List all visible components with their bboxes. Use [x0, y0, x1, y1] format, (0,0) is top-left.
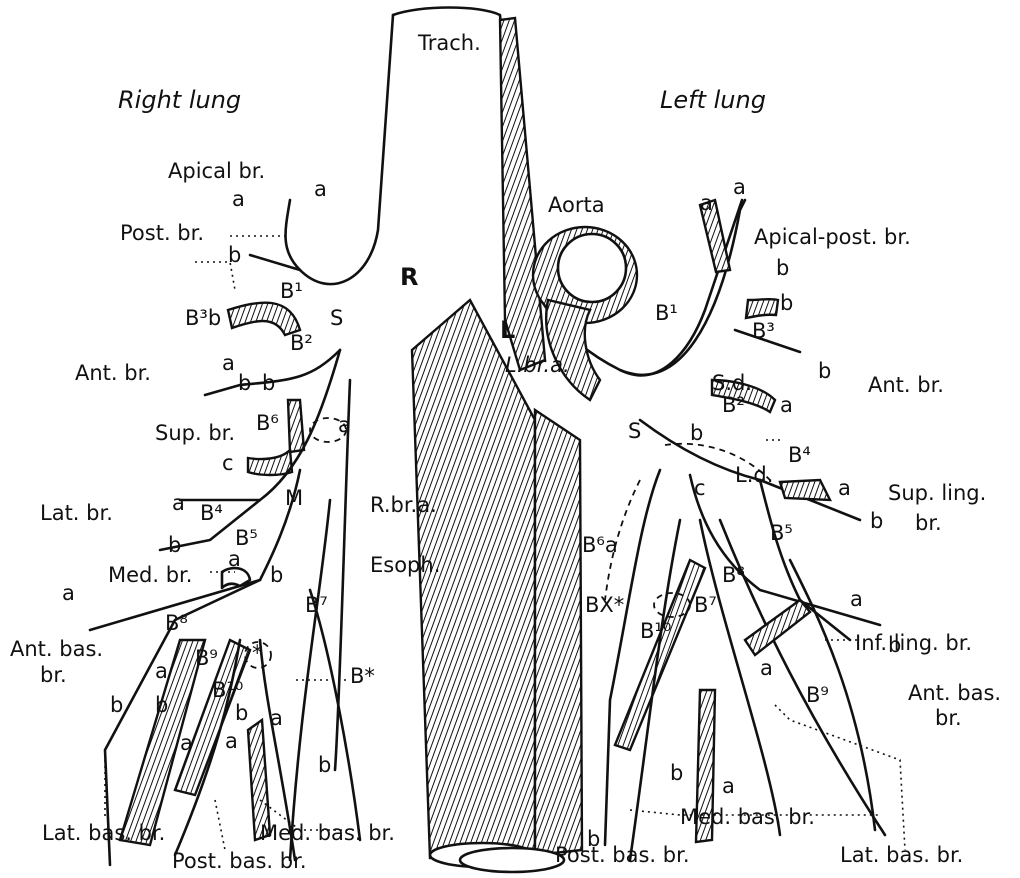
- letter-b: b: [776, 256, 789, 280]
- letter-a: a: [232, 187, 245, 211]
- letter-b: b: [670, 761, 683, 785]
- letter-a: a: [314, 177, 327, 201]
- right-ant-bas-br-label-2: br.: [40, 663, 67, 687]
- letter-a: a: [155, 659, 168, 683]
- right-lung-label: Right lung: [118, 86, 241, 114]
- letter-b: b: [168, 533, 181, 557]
- right-ant-br-label: Ant. br.: [75, 361, 151, 385]
- esophagus-label: Esoph.: [370, 553, 440, 577]
- left-b9-label: B⁹: [806, 683, 829, 707]
- left-sup-ling-br-label-1: Sup. ling.: [888, 481, 986, 505]
- letter-b: b: [318, 753, 331, 777]
- right-post-br-label: Post. br.: [120, 221, 204, 245]
- left-b10-label: B¹⁰: [640, 619, 671, 643]
- trachea-label: Trach.: [417, 31, 481, 55]
- right-lat-br-label: Lat. br.: [40, 501, 113, 525]
- letter-b: b: [228, 243, 241, 267]
- letter-b: b: [870, 509, 883, 533]
- right-b9-label: B⁹: [195, 646, 218, 670]
- left-inf-ling-br-label: Inf. ling. br.: [855, 631, 972, 655]
- left-apical-post-br-label: Apical-post. br.: [754, 225, 911, 249]
- letter-a: a: [228, 547, 241, 571]
- left-s-d-label: S.d.: [712, 371, 752, 395]
- left-main-label: L: [500, 316, 515, 344]
- left-b8-label: B⁸: [722, 563, 745, 587]
- right-med-bas-br-label: Med. bas. br.: [260, 821, 395, 845]
- left-b1-label: B¹: [655, 301, 678, 325]
- left-ant-bas-br-label-2: br.: [935, 706, 962, 730]
- letter-a: a: [62, 581, 75, 605]
- letter-b: b: [270, 563, 283, 587]
- letter-a: a: [225, 729, 238, 753]
- esophagus: [412, 300, 582, 872]
- left-ant-br-label: Ant. br.: [868, 373, 944, 397]
- letter-a: a: [222, 351, 235, 375]
- letter-a: a: [838, 476, 851, 500]
- left-b4-label: B⁴: [788, 443, 811, 467]
- left-b2-label: B²: [722, 393, 745, 417]
- right-post-bas-br-label: Post. bas. br.: [172, 849, 307, 873]
- left-b6a-label: B⁶a: [582, 533, 618, 557]
- left-ant-bas-br-label-1: Ant. bas.: [908, 681, 1001, 705]
- letter-a: a: [722, 774, 735, 798]
- right-ant-bas-br-label-1: Ant. bas.: [10, 637, 103, 661]
- letter-a: a: [270, 706, 283, 730]
- right-b7-label: B⁷: [305, 593, 328, 617]
- letter-a: a: [760, 656, 773, 680]
- left-bronchial-tree: [605, 200, 885, 860]
- letter-a: a: [733, 175, 746, 199]
- right-b6-label: B⁶: [256, 411, 279, 435]
- left-b7-label: B⁷: [694, 593, 717, 617]
- left-c-label: c: [694, 476, 706, 500]
- right-b10-label: B¹⁰: [212, 678, 243, 702]
- left-post-bas-br-label: Post. bas. br.: [555, 843, 690, 867]
- left-bronchial-artery-label: L.br.a.: [505, 353, 570, 377]
- letter-b: b: [110, 693, 123, 717]
- left-s-label: S: [628, 419, 641, 443]
- letter-c: c: [222, 451, 234, 475]
- right-b1-label: B¹: [280, 279, 303, 303]
- right-sup-br-label: Sup. br.: [155, 421, 235, 445]
- left-med-bas-br-label: Med. bas. br.: [680, 805, 815, 829]
- letter-b: b: [818, 359, 831, 383]
- letter-a: a: [180, 731, 193, 755]
- letter-a: a: [850, 587, 863, 611]
- right-star-label: *: [252, 641, 263, 665]
- right-med-br-label: Med. br.: [108, 563, 192, 587]
- left-lung-label: Left lung: [660, 86, 766, 114]
- letter-a: a: [780, 393, 793, 417]
- aorta-label: Aorta: [548, 193, 605, 217]
- letter-b: b: [155, 693, 168, 717]
- right-lat-bas-br-label: Lat. bas. br.: [42, 821, 165, 845]
- trachea: [300, 8, 745, 375]
- left-b5-label: B⁵: [770, 521, 793, 545]
- letter-b: b: [262, 371, 275, 395]
- right-apical-br-label: Apical br.: [168, 159, 265, 183]
- letter-b: b: [690, 421, 703, 445]
- right-b8-label: B⁸: [165, 611, 188, 635]
- left-lat-bas-br-label: Lat. bas. br.: [840, 843, 963, 867]
- left-bx-star-label: BX*: [585, 593, 624, 617]
- letter-b: b: [780, 291, 793, 315]
- right-s-label: S: [330, 306, 343, 330]
- left-b3-label: B³: [752, 319, 775, 343]
- letter-a: a: [700, 191, 713, 215]
- left-sup-ling-br-label-2: br.: [915, 511, 942, 535]
- left-l-d-label: L.d.: [735, 463, 773, 487]
- letter-a: a: [338, 413, 351, 437]
- right-b3b-label: B³b: [185, 306, 221, 330]
- letter-b: b: [587, 827, 600, 851]
- right-main-label: R: [400, 263, 418, 291]
- right-bronchial-artery-label: R.br.a.: [370, 493, 437, 517]
- right-b4-label: B⁴: [200, 501, 223, 525]
- letter-a: a: [172, 491, 185, 515]
- letter-b: b: [238, 371, 251, 395]
- right-b-star-label: B*: [350, 664, 375, 688]
- right-m-label: M: [285, 486, 303, 510]
- letter-b: b: [888, 633, 901, 657]
- letter-b: b: [235, 701, 248, 725]
- right-b2-label: B²: [290, 331, 313, 355]
